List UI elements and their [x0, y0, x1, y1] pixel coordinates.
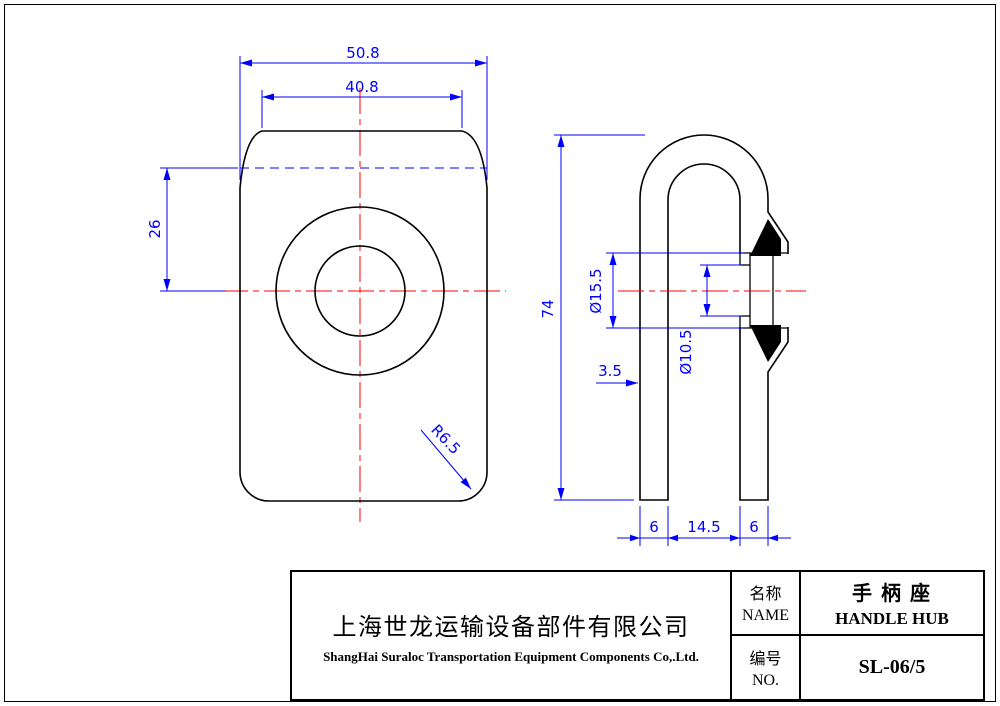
- company-cell: 上海世龙运输设备部件有限公司 ShangHai Suraloc Transpor…: [292, 572, 732, 699]
- front-boss-circle: [275, 206, 445, 376]
- dim-text-leg-right: 6: [749, 518, 759, 536]
- part-name-chinese: 手 柄 座: [852, 582, 932, 605]
- front-hole-circle: [314, 245, 406, 337]
- side-view: 74 Ø15.5 Ø10.5 3.5: [539, 134, 806, 546]
- name-label-chinese: 名称: [749, 586, 782, 604]
- number-label-chinese: 编号: [749, 650, 782, 668]
- company-name-english: ShangHai Suraloc Transportation Equipmen…: [323, 648, 699, 664]
- dim-front-corner-radius: R6.5: [420, 421, 472, 490]
- title-block-fields: 名称 NAME 手 柄 座 HANDLE HUB 编号 NO. SL-06/5: [732, 572, 983, 699]
- dim-front-width-inner: 40.8: [261, 78, 463, 128]
- dim-text-height-upper: 26: [146, 219, 164, 238]
- dim-side-depth: 3.5: [596, 362, 638, 387]
- front-part-outline: [239, 130, 488, 502]
- dim-side-bottom-widths: 6 14.5 6: [617, 506, 791, 546]
- dim-text-corner-radius: R6.5: [427, 421, 464, 458]
- dim-side-bore-small: Ø10.5: [677, 264, 742, 375]
- dim-text-depth: 3.5: [598, 362, 622, 380]
- dim-text-side-height: 74: [539, 299, 557, 318]
- dim-text-bore-small: Ø10.5: [677, 329, 695, 374]
- company-name-chinese: 上海世龙运输设备部件有限公司: [332, 614, 690, 641]
- part-name-english: HANDLE HUB: [835, 608, 949, 628]
- dim-text-gap: 14.5: [687, 518, 720, 536]
- dim-text-width-outer: 50.8: [346, 44, 379, 62]
- part-number: SL-06/5: [858, 655, 926, 678]
- title-block: 上海世龙运输设备部件有限公司 ShangHai Suraloc Transpor…: [290, 570, 985, 701]
- dim-side-bore-large: Ø15.5: [587, 252, 744, 329]
- front-view: 50.8 40.8 26 R6.5: [146, 44, 506, 522]
- name-label-cell: 名称 NAME: [732, 572, 801, 636]
- dim-front-height-upper: 26: [146, 167, 238, 292]
- dim-text-width-inner: 40.8: [345, 78, 378, 96]
- number-label-cell: 编号 NO.: [732, 635, 801, 699]
- dim-side-height: 74: [539, 134, 645, 501]
- dim-text-bore-large: Ø15.5: [587, 268, 605, 313]
- number-label-english: NO.: [751, 671, 780, 689]
- side-chamfer-solid-bottom: [750, 325, 781, 362]
- dim-front-width-outer: 50.8: [239, 44, 488, 180]
- dim-text-leg-left: 6: [649, 518, 659, 536]
- side-section-body: [639, 134, 789, 501]
- side-chamfer-solid-top: [750, 219, 781, 256]
- name-value-cell: 手 柄 座 HANDLE HUB: [801, 572, 983, 636]
- number-value-cell: SL-06/5: [801, 636, 983, 700]
- name-label-english: NAME: [741, 607, 790, 625]
